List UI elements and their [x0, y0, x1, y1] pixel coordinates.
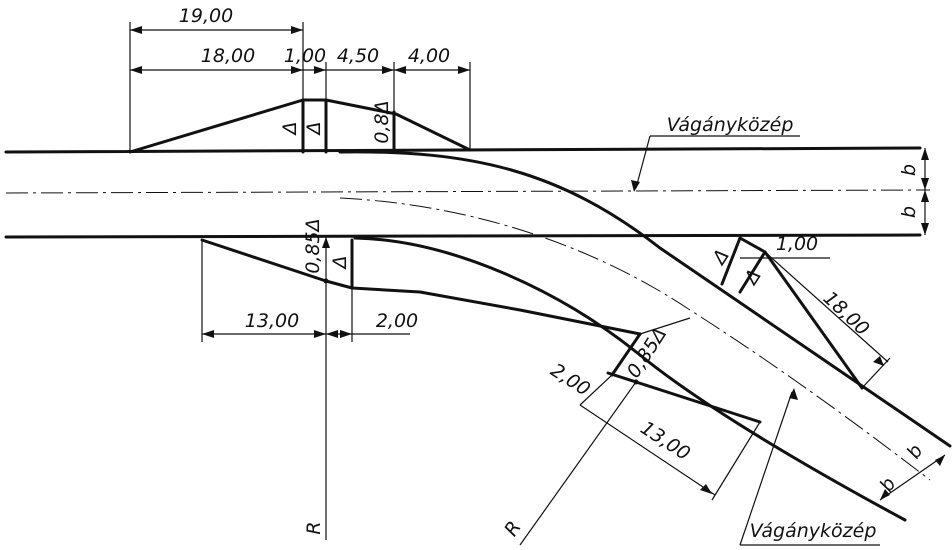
leader-bottom-arrow — [789, 388, 798, 400]
arrow-18-left — [130, 66, 142, 74]
lower-13-ext — [711, 421, 761, 501]
dot-085-left — [323, 278, 329, 284]
arrow-4-right — [458, 66, 470, 74]
b-label-right-2: b — [875, 474, 900, 496]
dim-branch-ramp: 18,00 — [819, 287, 874, 340]
dim-curve-start: 4,50 — [337, 45, 379, 67]
arrow-085-left-top — [322, 237, 330, 248]
radius-label-right: R — [500, 517, 526, 540]
dim-ramp-bottom: 13,00 — [245, 310, 299, 332]
b-right-dim-line — [879, 454, 946, 501]
arrow-b1-bottom — [921, 178, 929, 190]
ext-085-right — [639, 317, 691, 335]
dim-branch-gap: 2,00 — [547, 359, 594, 400]
arrow-b1-top — [921, 148, 929, 160]
main-track-top-edge — [4, 146, 922, 154]
arrow-2-left — [326, 330, 338, 338]
b-label-top-1: b — [898, 164, 920, 176]
arrow-1-right — [314, 66, 326, 74]
leader-top-arrow — [631, 180, 640, 192]
main-track-centerline — [5, 189, 931, 194]
arrow-b-right-1 — [935, 455, 945, 466]
arrow-45-right — [382, 66, 394, 74]
right-18-ext-1 — [764, 251, 889, 363]
dim-branch-long: 13,00 — [636, 417, 694, 465]
arrow-13-right — [314, 330, 326, 338]
height-delta-a: Δ — [279, 122, 301, 137]
arrow-lower-13-end — [700, 484, 712, 494]
height-delta-c: Δ — [329, 256, 351, 271]
arrow-right-18-end — [873, 356, 884, 366]
right-branch-tick-2 — [738, 250, 767, 294]
arrow-18-right — [291, 66, 303, 74]
dim-gap-bottom: 2,00 — [376, 310, 418, 332]
lower-branch-cant-profile — [606, 371, 762, 424]
radius-label-left: R — [303, 521, 325, 534]
branch-track-inner-edge — [353, 236, 907, 522]
b-label-top-2: b — [898, 206, 920, 218]
radius-line-right — [519, 381, 637, 546]
branch-track-centerline — [339, 197, 931, 481]
main-track-bottom-edge — [4, 233, 922, 239]
leader-top-2 — [635, 135, 651, 189]
arrow-b2-bottom — [921, 223, 929, 235]
arrow-b-right-2 — [880, 489, 890, 500]
arrow-19-left — [130, 26, 142, 34]
dim-flat-top: 1,00 — [284, 45, 326, 67]
dim-branch-flat: 1,00 — [776, 233, 818, 255]
track-center-top-label: Vágányközép — [667, 114, 794, 136]
dim-ramp-top: 18,00 — [201, 45, 255, 67]
arrow-4-left — [394, 66, 406, 74]
b-label-right-1: b — [902, 441, 927, 463]
track-center-bottom-label: Vágányközép — [750, 520, 877, 542]
arrow-13-left — [202, 330, 214, 338]
dim-total-top: 19,00 — [179, 5, 233, 27]
branch-track-outer-edge — [338, 150, 952, 448]
lower-2-ext — [579, 374, 613, 406]
lower-13-dim-line — [579, 404, 716, 496]
height-08: 0,8Δ — [371, 100, 393, 143]
right-18-ext-2 — [861, 357, 891, 389]
arrow-19-right — [291, 26, 303, 34]
arrow-b2-top — [921, 190, 929, 202]
arrow-2-right — [340, 330, 352, 338]
lower-left-cant-profile — [200, 238, 642, 336]
right-branch-tick-1 — [720, 236, 742, 286]
lower-branch-tick — [610, 332, 642, 377]
leader-bottom-2 — [739, 391, 793, 546]
dim-taper-top: 4,00 — [408, 45, 450, 67]
height-085-left: 0,85Δ — [302, 218, 324, 273]
dot-085-right — [633, 379, 639, 385]
height-delta-b: Δ — [303, 122, 325, 137]
